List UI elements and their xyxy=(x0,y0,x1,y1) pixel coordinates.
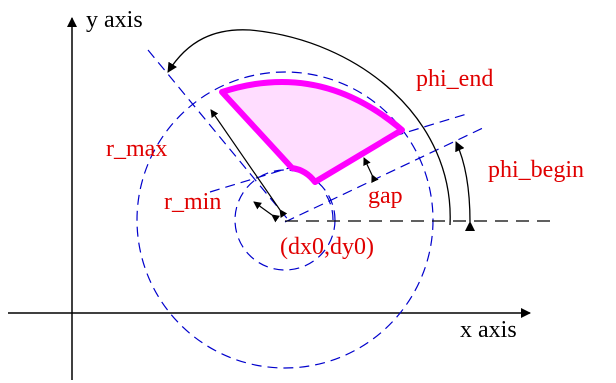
x-axis-label: x axis xyxy=(460,317,517,343)
gap-arrow xyxy=(363,157,379,184)
r-max-circle xyxy=(136,71,434,369)
phi-end-arc xyxy=(167,29,451,226)
r-min-label: r_min xyxy=(164,189,221,215)
angle-arrows xyxy=(167,29,476,232)
phi-begin-arc xyxy=(455,141,476,232)
r-max-label: r_max xyxy=(106,136,167,162)
r-min-arrow xyxy=(253,201,281,223)
r-max-arrow xyxy=(210,109,288,219)
r-min-circle xyxy=(234,169,336,271)
gap-label: gap xyxy=(368,183,403,209)
small-angle-arc xyxy=(324,192,334,221)
dimension-arrows xyxy=(210,109,379,223)
sector-shape xyxy=(219,79,405,185)
phi-begin-label: phi_begin xyxy=(488,157,584,183)
origin-label: (dx0,dy0) xyxy=(280,234,374,260)
phi-end-label: phi_end xyxy=(416,66,493,92)
phi-begin-boundary xyxy=(284,126,486,223)
y-axis-label: y axis xyxy=(86,7,143,33)
axes xyxy=(8,17,531,380)
